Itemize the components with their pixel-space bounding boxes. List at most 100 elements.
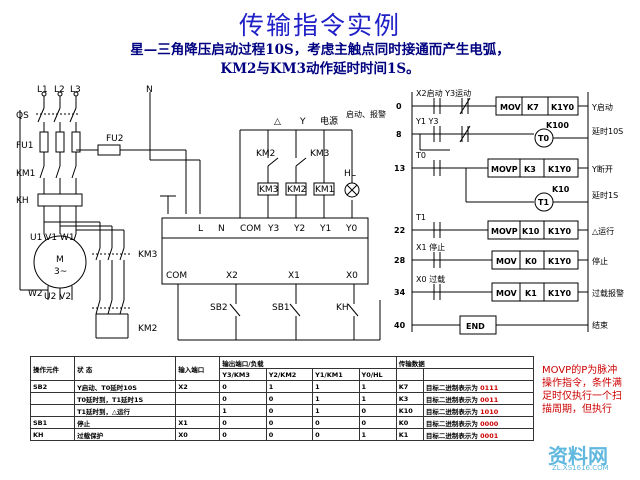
cell-data-text: 目标二进制表示为: [425, 431, 478, 440]
cell-y2: 0: [265, 428, 314, 441]
cell-data-text: 目标二进制表示为: [425, 419, 478, 428]
rung-8-timer: T0: [538, 134, 549, 143]
rung-t1-comment: 延时1S: [592, 190, 618, 200]
cell-data-bin: 0011: [480, 395, 499, 404]
cell-y1: 1: [312, 392, 360, 405]
rung-28-dst: K1Y0: [548, 257, 572, 266]
rung-13-src: K3: [524, 165, 536, 174]
rung-t1-timer: T1: [538, 198, 549, 207]
cell-in: X0: [175, 428, 221, 441]
watermark-brand: 资料网: [548, 444, 608, 468]
plc-in-com: COM: [166, 271, 187, 281]
cell-y3: 0: [219, 416, 267, 429]
rung-22-op: MOVP: [491, 227, 518, 236]
cell-y2: 0: [265, 392, 314, 405]
rung-0-src: K7: [527, 103, 539, 112]
cell-y0: 0: [358, 416, 397, 429]
sb2-label: SB2: [210, 303, 228, 313]
step-13: 13: [394, 164, 405, 173]
cell-y1: 0: [312, 428, 360, 441]
rung-34-contacts: X0 过载: [416, 274, 445, 284]
plc-out-com: COM: [240, 224, 261, 234]
step-0: 0: [396, 102, 402, 111]
cell-k: K1: [395, 428, 424, 441]
th-output: 输出端口/负载: [219, 356, 397, 369]
rung-34-op: MOV: [496, 289, 518, 298]
interlock-label-km2: KM2: [256, 149, 275, 159]
cell-k: K7: [395, 380, 424, 393]
km3-main-label: KM3: [138, 250, 157, 260]
qs-label: QS: [16, 111, 29, 121]
rung-8-comment: 延时10S: [592, 126, 623, 136]
cell-data-bin: 1010: [480, 407, 499, 416]
rung-13-op: MOVP: [491, 165, 518, 174]
cell-y0: 0: [358, 404, 397, 417]
cell-y2: 0: [265, 416, 314, 429]
plc-out-y3: Y3: [267, 224, 279, 234]
phase-label-l3: L3: [70, 85, 81, 95]
plc-wiring: [161, 129, 381, 341]
plc-out-y1: Y1: [319, 224, 331, 234]
cell-y0: 1: [358, 392, 397, 405]
cell-data: 目标二进制表示为 0001: [422, 428, 535, 441]
cell-y3: 1: [219, 404, 267, 417]
cell-y0: 1: [358, 380, 397, 393]
cell-in: X1: [175, 416, 221, 429]
cell-state: 停止: [74, 416, 177, 429]
power-label: 电源: [320, 115, 338, 127]
cell-state: 过载保护: [74, 428, 177, 441]
cell-in: X2: [175, 380, 221, 393]
rung-0-dst: K1Y0: [551, 103, 575, 112]
wiring-diagram: L1 L2 L3 N QS FU1 FU2 KM1 KH U1 V1 W1 M …: [16, 85, 624, 341]
plc-labels: L N COM Y3 Y2 Y1 Y0 COM X2 X1 X0 KM3 KM2…: [166, 109, 386, 313]
cell-y1: 1: [312, 404, 360, 417]
w2-label: W2: [28, 289, 43, 299]
phase-label-l2: L2: [54, 85, 65, 95]
plc-out-y2: Y2: [293, 224, 305, 234]
cell-data: 目标二进制表示为 0000: [422, 416, 535, 429]
cell-op: [29, 392, 76, 405]
cell-k: K3: [395, 392, 424, 405]
plc-out-l: L: [198, 224, 203, 234]
watermark-url: ZL.XS1616.COM: [552, 464, 609, 472]
cell-data-bin: 0001: [480, 431, 499, 440]
motor-sub-label: 3~: [54, 267, 67, 277]
ladder-diagram: [411, 92, 589, 335]
cell-data: 目标二进制表示为 0111: [422, 380, 535, 393]
step-40: 40: [394, 321, 406, 330]
hl-label: HL: [344, 169, 356, 179]
step-28: 28: [394, 256, 406, 265]
rung-8-contacts: Y1 Y3: [415, 117, 439, 126]
rung-40-op: END: [466, 322, 485, 331]
cell-op: [29, 404, 76, 417]
rung-t1-k: K10: [552, 185, 570, 194]
th-y3: Y3/KM3: [219, 368, 267, 381]
th-input: 输入端口: [175, 356, 221, 381]
cell-op: SB1: [29, 416, 76, 429]
cell-data-text: 目标二进制表示为: [425, 383, 478, 392]
step-34: 34: [394, 288, 406, 297]
delta-label: △: [274, 117, 281, 127]
cell-data-text: 目标二进制表示为: [425, 407, 478, 416]
cell-y1: 1: [312, 380, 360, 393]
cell-y2: 0: [265, 404, 314, 417]
coil-label-km3: KM3: [259, 185, 278, 195]
plc-in-x1: X1: [288, 271, 300, 281]
cell-data-text: 目标二进制表示为: [425, 395, 478, 404]
main-circuit: [19, 91, 201, 339]
page-title: 传输指令实例: [238, 11, 401, 40]
coil-label-km2: KM2: [287, 185, 306, 195]
cell-state: T0延时到，T1延时1S: [74, 392, 177, 405]
plc-in-x0: X0: [346, 271, 358, 281]
rung-22-src: K10: [522, 227, 540, 236]
coil-label-km1: KM1: [315, 185, 334, 195]
rung-22-dst: K1Y0: [548, 227, 572, 236]
cell-in: [175, 404, 221, 417]
start-alarm-label: 启动、报警: [346, 109, 386, 119]
rung-34-dst: K1Y0: [548, 289, 572, 298]
th-state: 状 态: [74, 356, 177, 381]
kh-label: KH: [16, 196, 29, 206]
